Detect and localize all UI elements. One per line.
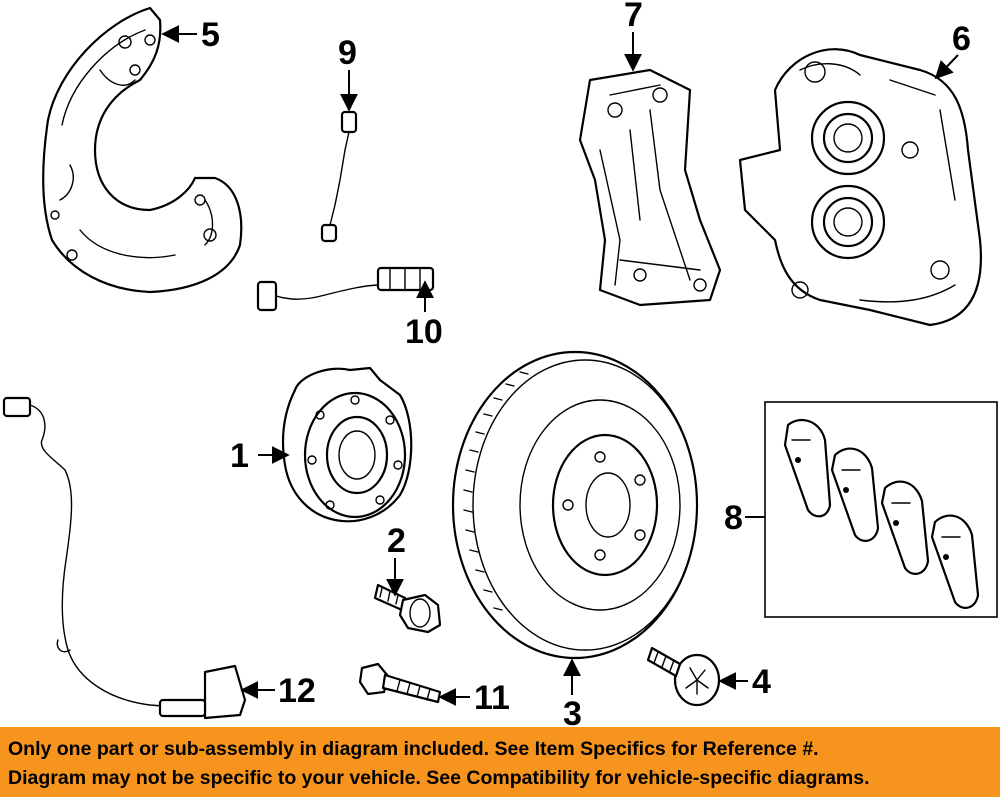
- callout-1: 1: [230, 437, 249, 475]
- screw-part: [646, 646, 721, 707]
- hub-part: [281, 366, 413, 523]
- callout-7: 7: [624, 0, 643, 34]
- bolt-part: [373, 583, 442, 634]
- caliper-part: [738, 48, 982, 327]
- splash-shield-part: [42, 6, 243, 294]
- callout-9: 9: [338, 34, 357, 72]
- callout-3: 3: [563, 695, 582, 727]
- disclaimer-line-1: Only one part or sub-assembly in diagram…: [8, 738, 819, 760]
- brake-pads-part: [764, 401, 998, 618]
- callout-6: 6: [952, 20, 971, 58]
- abs-sensor-part: [2, 396, 247, 720]
- callout-10: 10: [405, 313, 443, 351]
- callout-4: 4: [752, 663, 771, 701]
- caliper-bracket-part: [578, 68, 722, 307]
- callout-11: 11: [474, 679, 510, 717]
- bracket-bolt-part: [358, 662, 442, 704]
- wear-sensor-upper-part: [320, 110, 358, 243]
- disclaimer-banner: Only one part or sub-assembly in diagram…: [0, 727, 1000, 797]
- brake-parts-diagram: 5 9 7 6 10 1 2 8 12 11 4 3: [2, 0, 998, 727]
- wear-sensor-lower-part: [256, 266, 435, 312]
- callout-2: 2: [387, 522, 406, 560]
- callout-12: 12: [278, 672, 316, 710]
- leader-6: [934, 54, 959, 80]
- callout-5: 5: [201, 16, 220, 54]
- disclaimer-line-2: Diagram may not be specific to your vehi…: [8, 767, 870, 789]
- callout-8: 8: [724, 499, 743, 537]
- rotor-part: [451, 350, 699, 660]
- leader-lines: [161, 25, 959, 706]
